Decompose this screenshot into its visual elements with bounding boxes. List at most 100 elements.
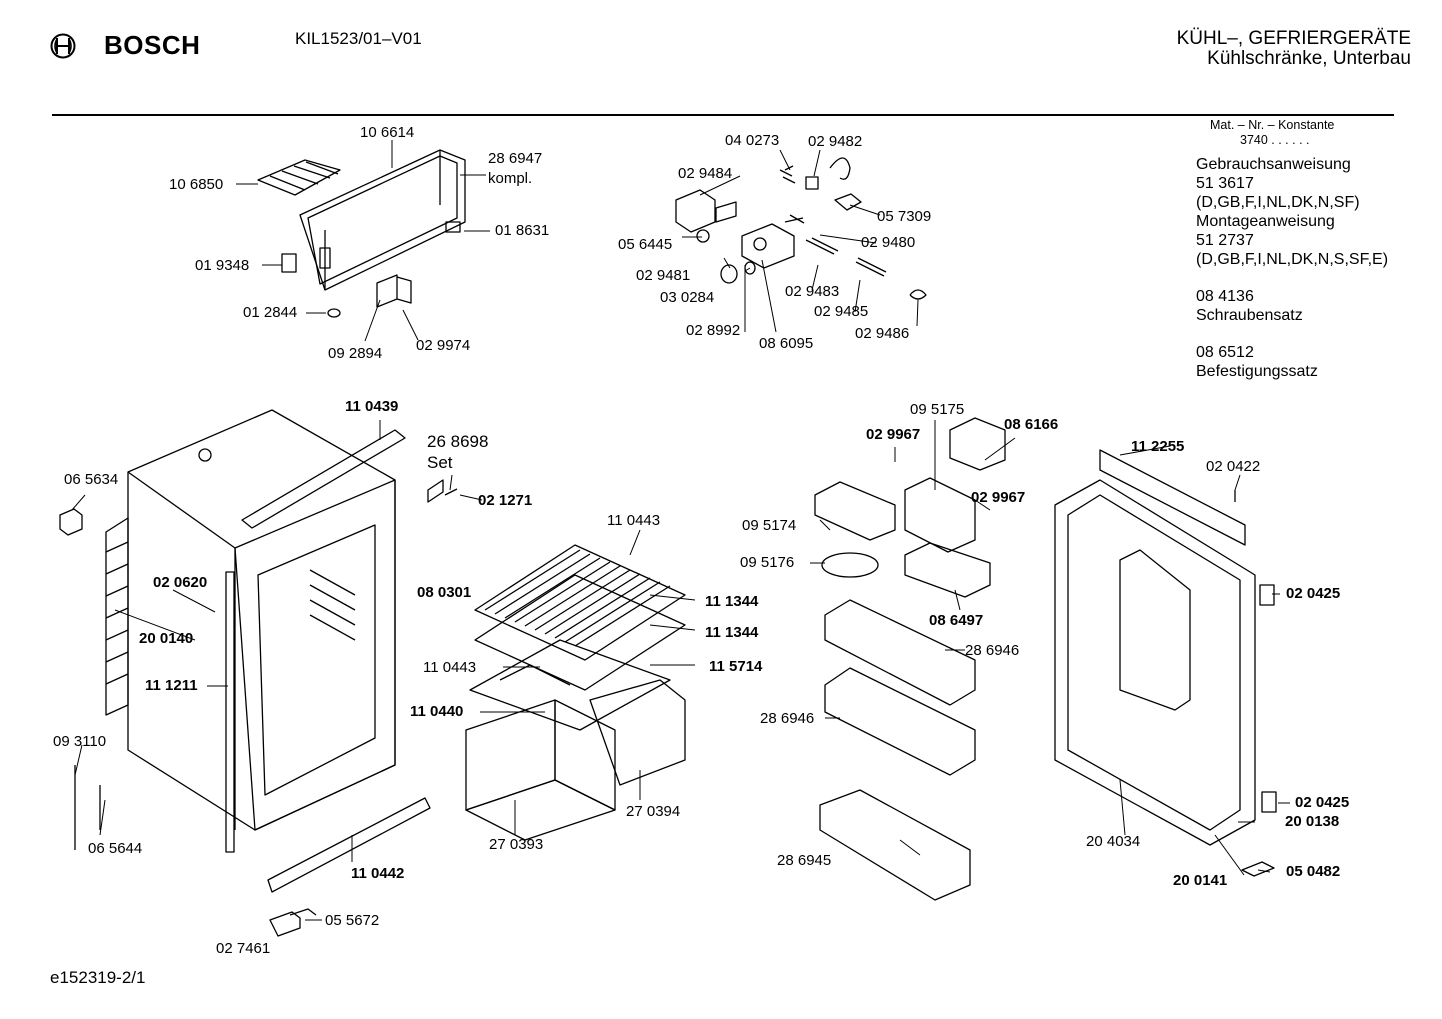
hinge-parts-top (281, 221, 461, 318)
vegetable-crispers (465, 679, 686, 841)
doc-line: (D,GB,F,I,NL,DK,N,SF) (1196, 194, 1360, 211)
part-label: 02 0422 (1206, 458, 1261, 475)
part-label: 28 6947 (488, 150, 543, 167)
part-label: 20 0140 (139, 630, 194, 647)
material-constant: Mat. – Nr. – Konstante 3740 . . . . . . (1210, 118, 1334, 148)
material-constant-title: Mat. – Nr. – Konstante (1210, 118, 1335, 132)
part-label: 09 5174 (742, 517, 797, 534)
doc-line: Befestigungssatz (1196, 363, 1318, 380)
part-label: 09 2894 (328, 345, 383, 362)
leader-lines (71, 140, 1290, 921)
doc-manual: Gebrauchsanweisung 51 3617 (D,GB,F,I,NL,… (1196, 155, 1388, 269)
doc-line: 51 3617 (1196, 175, 1254, 192)
part-label: 28 6945 (777, 852, 832, 869)
part-label: 20 0138 (1285, 813, 1340, 830)
part-label: 02 0425 (1295, 794, 1350, 811)
part-label: 08 6497 (929, 612, 984, 629)
part-label: 02 0425 (1286, 585, 1341, 602)
part-label: 20 4034 (1086, 833, 1141, 850)
thermostat-assembly (675, 157, 927, 300)
part-label: 10 6850 (169, 176, 224, 193)
part-label: 28 6946 (965, 642, 1020, 659)
part-label: 02 1271 (478, 492, 533, 509)
refrigerator-cabinet (127, 409, 396, 853)
freezer-door (299, 149, 466, 291)
part-label: 11 0440 (410, 703, 464, 720)
header-rule (52, 114, 1394, 116)
part-label: 11 1211 (145, 677, 198, 694)
part-label: 09 3110 (53, 733, 107, 750)
part-label: 08 0301 (417, 584, 472, 601)
category-subline: Kühlschränke, Unterbau (1207, 48, 1411, 69)
part-label: 02 0620 (153, 574, 208, 591)
part-label: 05 0482 (1286, 863, 1341, 880)
glass-shelves (469, 544, 686, 731)
part-label: 04 0273 (725, 132, 780, 149)
ice-cube-tray (257, 159, 341, 196)
part-label: 26 8698 (427, 432, 489, 451)
part-label: 02 8992 (686, 322, 741, 339)
doc-line: Montageanweisung (1196, 213, 1335, 230)
cabinet-rails (59, 429, 458, 937)
part-label: 02 9481 (636, 267, 691, 284)
bosch-armature-icon (50, 33, 76, 58)
part-label: 05 7309 (877, 208, 932, 225)
part-label: 11 1344 (705, 593, 759, 610)
part-label: 02 9482 (808, 133, 863, 150)
part-label: 02 9974 (416, 337, 471, 354)
part-label: 08 6095 (759, 335, 814, 352)
part-label: 02 9480 (861, 234, 916, 251)
part-label: 01 2844 (243, 304, 298, 321)
part-label: 11 0439 (345, 398, 399, 415)
part-label: 11 0443 (607, 512, 661, 529)
part-label: 08 6166 (1004, 416, 1059, 433)
part-label: 11 0443 (423, 659, 477, 676)
part-label: 09 5175 (910, 401, 965, 418)
doc-line: Schraubensatz (1196, 307, 1303, 324)
part-label: 11 5714 (709, 658, 763, 675)
part-label: 02 9486 (855, 325, 910, 342)
doc-line: (D,GB,F,I,NL,DK,N,S,SF,E) (1196, 251, 1389, 268)
condenser-coil (105, 517, 129, 716)
part-label: 09 5176 (740, 554, 795, 571)
part-label: 11 0442 (351, 865, 405, 882)
doc-line: Gebrauchsanweisung (1196, 156, 1351, 173)
doc-line: 08 6512 (1196, 344, 1254, 361)
part-label: 28 6946 (760, 710, 815, 727)
part-label: 02 9483 (785, 283, 840, 300)
material-constant-value: 3740 . . . . . . (1240, 133, 1310, 147)
drawing-code: e152319-2/1 (50, 968, 146, 987)
part-label: 01 9348 (195, 257, 250, 274)
doc-mounting-set: 08 6512 Befestigungssatz (1196, 343, 1318, 381)
part-label: 01 8631 (495, 222, 550, 239)
refrigerator-door (1054, 449, 1277, 877)
part-label: 02 9484 (678, 165, 733, 182)
model-number: KIL1523/01–V01 (295, 29, 422, 48)
part-label: 11 1344 (705, 624, 759, 641)
doc-line: 08 4136 (1196, 288, 1254, 305)
part-label: 27 0394 (626, 803, 681, 820)
part-label: 20 0141 (1173, 872, 1228, 889)
part-label: 10 6614 (360, 124, 415, 141)
part-label: 06 5644 (88, 840, 143, 857)
part-label: 05 5672 (325, 912, 380, 929)
doc-screw-set: 08 4136 Schraubensatz (1196, 287, 1303, 325)
part-label: 05 6445 (618, 236, 673, 253)
part-label: 11 2255 (1131, 438, 1185, 455)
part-label: 02 9967 (866, 426, 921, 443)
door-shelves (814, 417, 1006, 901)
brand: BOSCH (50, 30, 200, 61)
brand-name: BOSCH (104, 30, 201, 60)
doc-line: 51 2737 (1196, 232, 1254, 249)
category-line: KÜHL–, GEFRIERGERÄTE (1176, 28, 1411, 49)
part-label: 03 0284 (660, 289, 715, 306)
part-label: 02 9967 (971, 489, 1026, 506)
part-label: 02 7461 (216, 940, 271, 957)
part-label: 27 0393 (489, 836, 544, 853)
category-heading: KÜHL–, GEFRIERGERÄTE Kühlschränke, Unter… (1177, 29, 1411, 69)
part-label: Set (427, 453, 453, 472)
part-label: kompl. (488, 170, 533, 187)
part-label: 02 9485 (814, 303, 869, 320)
part-label: 06 5634 (64, 471, 119, 488)
